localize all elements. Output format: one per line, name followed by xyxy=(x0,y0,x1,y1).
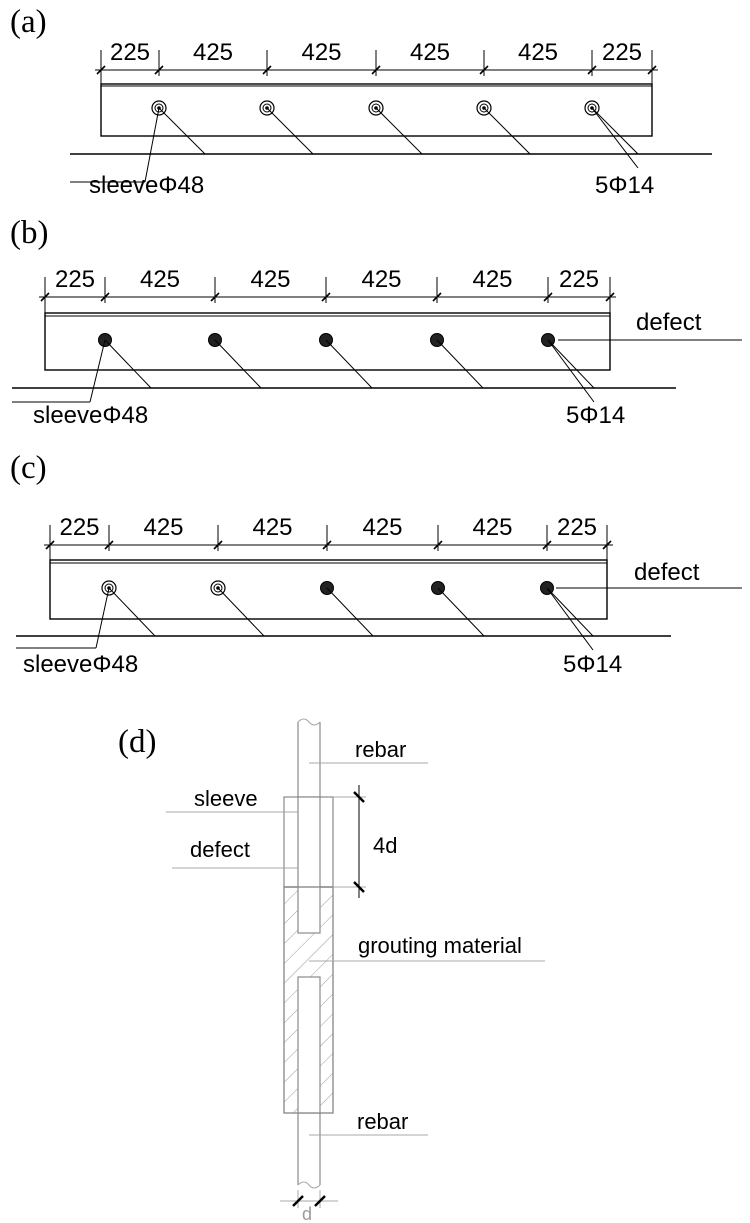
beam-section xyxy=(100,83,653,137)
rebar-top-label: rebar xyxy=(355,737,406,762)
grouting-label: grouting material xyxy=(358,933,522,958)
dimension-label: 425 xyxy=(143,514,183,541)
panel-b-label: (b) xyxy=(10,215,48,251)
dimension-label: 425 xyxy=(140,266,180,293)
panel-b-dimensions: 225 425 425 425 425 225 xyxy=(39,266,616,317)
panel-c-dimensions: 225 425 425 425 425 225 xyxy=(44,514,613,564)
dimension-label: 225 xyxy=(110,39,150,66)
lower-rebar-inside xyxy=(297,976,321,1114)
sleeve-diameter-label: sleeveΦ48 xyxy=(33,402,148,429)
panel-a-dimensions: 225 425 425 425 425 225 xyxy=(95,39,658,88)
grouted-sleeve xyxy=(259,100,314,155)
panel-c: (c) 225 425 425 425 425 225 sleeveΦ48 5Φ14 defect xyxy=(10,450,742,678)
rebar-spec-label: 5Φ14 xyxy=(566,402,625,429)
dimension-label: 225 xyxy=(55,266,95,293)
grouted-sleeve xyxy=(210,580,265,637)
rebar-bottom-label: rebar xyxy=(357,1109,408,1134)
defect-label: defect xyxy=(634,559,700,586)
defect-sleeve xyxy=(430,333,484,389)
panel-d-label: (d) xyxy=(118,724,156,760)
dimension-label: 425 xyxy=(193,39,233,66)
beam-section xyxy=(44,312,611,371)
defect-sleeve xyxy=(320,581,374,637)
dimension-label: 425 xyxy=(472,514,512,541)
dimension-label: 425 xyxy=(361,266,401,293)
panel-b: (b) 225 425 425 425 425 225 sleeveΦ48 5Φ14 defect xyxy=(10,215,742,429)
dimension-label: 425 xyxy=(301,39,341,66)
dimension-label: 425 xyxy=(252,514,292,541)
sleeve-leader xyxy=(144,107,160,183)
d-dimension: d xyxy=(280,1190,338,1223)
four-d-label: 4d xyxy=(373,833,397,858)
grouted-sleeve xyxy=(151,100,206,155)
dimension-label: 225 xyxy=(557,514,597,541)
panel-a: (a) 225 425 425 425 425 225 sleeveΦ48 5Φ14 xyxy=(10,4,712,199)
defect-sleeve xyxy=(431,581,485,637)
sleeve-diameter-label: sleeveΦ48 xyxy=(23,651,138,678)
dimension-label: 225 xyxy=(559,266,599,293)
panel-c-label: (c) xyxy=(10,450,47,486)
grouted-sleeve xyxy=(476,100,531,155)
grouted-sleeve xyxy=(368,100,423,155)
rebar-spec-label: 5Φ14 xyxy=(563,651,622,678)
dimension-label: 425 xyxy=(250,266,290,293)
beam-section xyxy=(49,559,608,620)
four-d-dimension: 4d xyxy=(333,785,397,898)
dimension-label: 425 xyxy=(362,514,402,541)
defect-sleeve xyxy=(208,333,262,389)
panel-a-label: (a) xyxy=(10,4,47,40)
dimension-label: 425 xyxy=(410,39,450,66)
sleeve-label: sleeve xyxy=(194,786,258,811)
sleeve-leader xyxy=(89,339,106,403)
defect-sleeve xyxy=(319,333,373,389)
panel-d-sleeve-detail: (d) d xyxy=(118,718,545,1223)
sleeve-leader xyxy=(95,587,110,649)
dimension-label: 425 xyxy=(518,39,558,66)
upper-rebar xyxy=(297,718,321,797)
detail-annotations: rebar sleeve defect grouting material re… xyxy=(166,737,545,1136)
sleeve-diameter-label: sleeveΦ48 xyxy=(89,172,204,199)
rebar-spec-label: 5Φ14 xyxy=(595,172,654,199)
dimension-label: 225 xyxy=(602,39,642,66)
upper-rebar-inside xyxy=(297,796,321,934)
lower-rebar xyxy=(297,1113,321,1189)
defect-label: defect xyxy=(190,837,250,862)
defect-sleeve xyxy=(98,333,152,389)
dimension-label: 425 xyxy=(472,266,512,293)
dimension-label: 225 xyxy=(59,514,99,541)
defect-label: defect xyxy=(636,309,702,336)
grouted-sleeve xyxy=(101,580,156,637)
d-label: d xyxy=(302,1204,312,1223)
